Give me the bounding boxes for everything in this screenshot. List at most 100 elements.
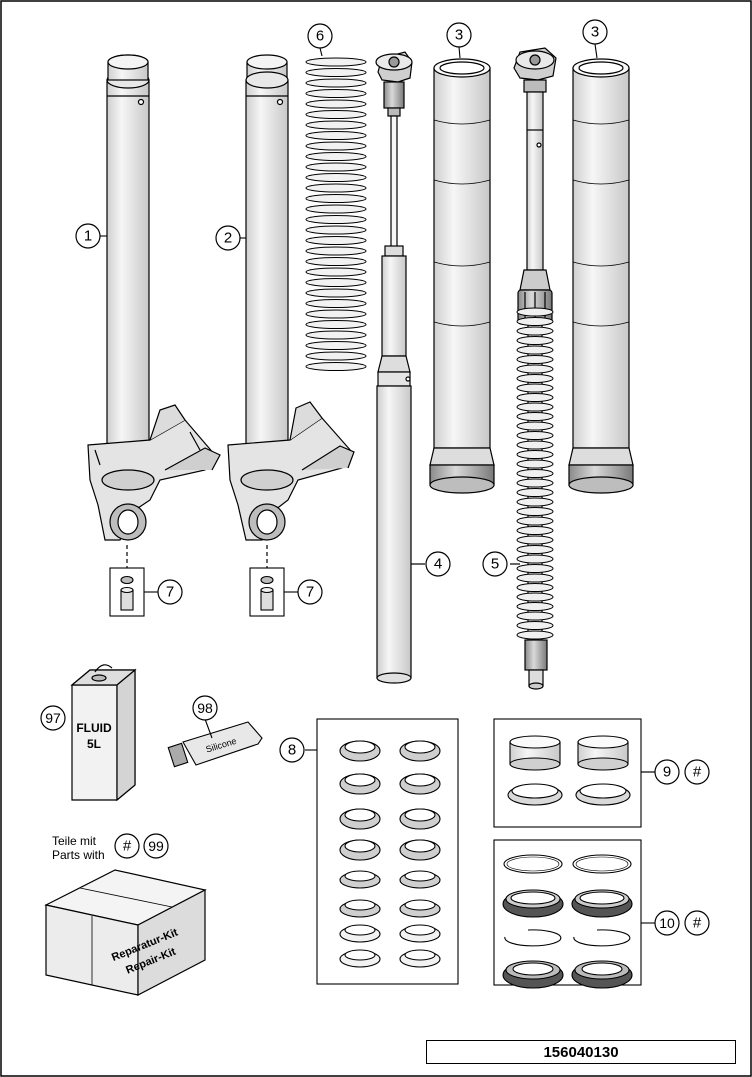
spring-6-turn [305, 131, 367, 140]
spring-6-turn [305, 183, 367, 193]
fork-oil-can-part-97: FLUID 5L [70, 664, 137, 802]
spring-5-turn [516, 554, 554, 564]
spring-5-turn [516, 421, 554, 431]
seal-ring-bore [344, 899, 376, 911]
fork-seals [502, 854, 633, 989]
parts-note-line1: Teile mit [52, 834, 97, 848]
spring-6-turn [305, 204, 367, 214]
fork-seal-set-part-10 [493, 839, 655, 986]
spring-5-turn [516, 602, 554, 611]
spring-5-turn [516, 469, 554, 478]
spring-5-turn [516, 326, 554, 336]
spring-6-turn [305, 246, 367, 256]
seal-ring-bore [344, 808, 376, 822]
spring-5-turn [516, 478, 554, 488]
callout-2: 2 [224, 230, 232, 247]
spring-6-turn [305, 278, 367, 287]
seal-ring-bore [344, 870, 376, 882]
callout-99-hash: # [123, 838, 132, 855]
repair-kit-box-part-99: Reparatur-Kit Repair-Kit [44, 869, 207, 996]
callout-circle-9-hash [684, 759, 710, 785]
spring-6-turn [305, 267, 367, 277]
spring-6-turn [305, 89, 367, 98]
spring-5-turn [516, 402, 554, 412]
callout-circle-97 [40, 705, 66, 731]
callout-circle-5 [482, 551, 508, 577]
spring-5-turn [516, 535, 554, 545]
damping-cartridge-part-4 [375, 51, 425, 684]
spring-6-turn [305, 57, 367, 67]
spring-6-turn [305, 236, 367, 245]
seal-ring-set-part-8 [305, 718, 459, 985]
callout-circle-7a [157, 579, 183, 605]
spring-5-turn [516, 573, 554, 583]
spring-cartridge-coil [516, 307, 554, 640]
seal-ring-bore [404, 808, 436, 822]
spring-5-turn [516, 507, 554, 516]
callout-3b: 3 [591, 24, 599, 41]
callout-10: 10 [659, 915, 675, 931]
spring-5-turn [516, 431, 554, 440]
bleed-screw-kit-right-part-7 [249, 567, 298, 617]
spring-5-turn [516, 583, 554, 592]
spring-6-turn [305, 320, 367, 329]
spring-5-turn [516, 564, 554, 573]
spring-5-turn [516, 440, 554, 450]
callout-circle-8 [279, 737, 305, 763]
callout-6: 6 [316, 28, 324, 45]
callout-circle-4 [425, 551, 451, 577]
spring-5-turn [516, 459, 554, 469]
bushing-set-part-9 [493, 718, 655, 828]
bleed-screw-kit-left-part-7 [109, 567, 158, 617]
spring-5-turn [516, 336, 554, 345]
spring-5-turn [516, 545, 554, 554]
callout-3a: 3 [455, 27, 463, 44]
spring-6-turn [305, 152, 367, 161]
seal-ring-bore [404, 740, 436, 754]
seal-ring-bore [344, 773, 376, 787]
spring-5-turn [516, 592, 554, 602]
spring-6-turn [305, 99, 367, 109]
spring-6-turn [305, 173, 367, 182]
callout-97: 97 [45, 710, 61, 726]
callout-circle-98 [192, 695, 218, 721]
silicone-grease-tube-part-98: Silicone [167, 718, 263, 768]
oil-can-label-line2: 5L [87, 737, 101, 751]
seal-ring-bore [344, 924, 376, 936]
seal-rings [339, 740, 441, 968]
outer-tube-left-part-1 [87, 54, 221, 568]
spring-5-turn [516, 526, 554, 535]
callout-1: 1 [84, 228, 92, 245]
spring-6-turn [305, 351, 367, 361]
oil-can-label-line1: FLUID [76, 721, 112, 735]
spring-5-turn [516, 383, 554, 393]
seal-ring-bore [404, 924, 436, 936]
drawing-number: 156040130 [426, 1040, 736, 1064]
spring-6-turn [305, 120, 367, 130]
spring-6-turn [305, 257, 367, 266]
spring-5-turn [516, 488, 554, 497]
spring-6-turn [305, 215, 367, 224]
callout-4: 4 [434, 556, 442, 573]
callout-circle-99 [143, 833, 169, 859]
spring-5-turn [516, 497, 554, 507]
spring-6-turn [305, 362, 367, 371]
spring-6-turn [305, 78, 367, 88]
fork-spring-part-6 [305, 57, 367, 371]
seal-ring-bore [344, 740, 376, 754]
spring-5-turn [516, 355, 554, 364]
outer-tube-right-part-2 [227, 54, 355, 568]
seal-ring-bore [404, 949, 436, 961]
seal-ring-bore [404, 899, 436, 911]
seal-ring-bore [404, 839, 436, 853]
spring-6-turn [305, 162, 367, 172]
callout-9: 9 [663, 764, 671, 781]
spring-6-turn [305, 330, 367, 340]
inner-tube-right-part-3 [568, 58, 634, 494]
spring-5-turn [516, 621, 554, 630]
spring-5-turn [516, 345, 554, 355]
spring-5-turn [516, 412, 554, 421]
